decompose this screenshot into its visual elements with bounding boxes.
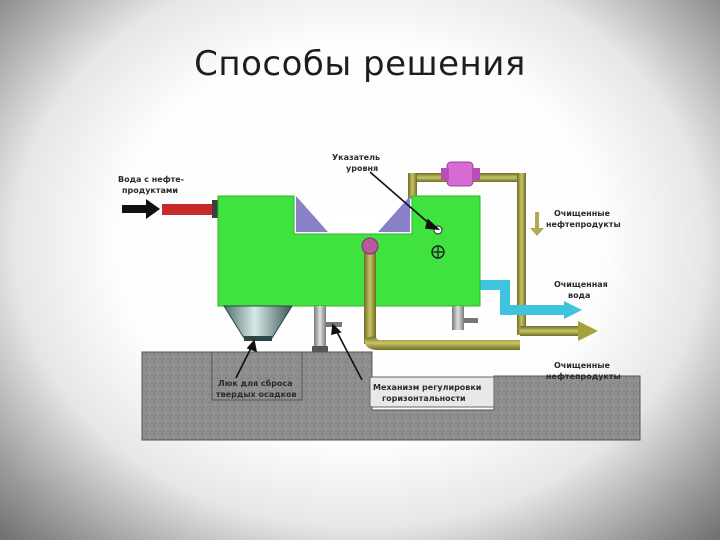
pointer-arrows (235, 171, 441, 381)
slide-title: Способы решения (194, 44, 526, 84)
sludge-hatch-cone (223, 305, 293, 339)
level-indicator-pump (441, 161, 480, 187)
label-clean-oil-top-2: нефтепродукты (546, 220, 621, 229)
sludge-hatch-cap (244, 336, 272, 341)
label-clean-water-2: вода (568, 291, 590, 300)
label-level-indicator: Указатель (332, 153, 380, 162)
label-clean-water: Очищенная (554, 280, 608, 289)
baffle-right (378, 196, 410, 232)
label-hatch-2: твердых осадков (216, 390, 297, 399)
oil-internal-pipe (361, 237, 520, 350)
baffle-left (296, 196, 328, 232)
label-level-indicator-2: уровня (346, 164, 378, 173)
inlet-pipe (162, 204, 214, 215)
separator-tank (217, 195, 481, 307)
inlet-flange (212, 200, 218, 218)
label-mechanism: Механизм регулировки (373, 383, 481, 392)
ground-pit (211, 351, 303, 401)
label-input-water-2: продуктами (122, 186, 178, 195)
label-hatch: Люк для сброса (218, 378, 293, 388)
label-mechanism-2: горизонтальности (382, 394, 466, 403)
water-outlet-pipe (480, 280, 582, 319)
oil-down-arrow-icon (530, 212, 544, 236)
label-clean-oil-top: Очищенные (554, 209, 610, 218)
mechanism-label-box (369, 376, 495, 408)
leveling-foot-left (312, 306, 342, 352)
inlet-arrow-icon (122, 199, 160, 219)
label-clean-oil-bottom-2: нефтепродукты (546, 372, 621, 381)
level-indicator-icon (431, 225, 445, 259)
label-input-water: Вода с нефте- (118, 175, 184, 184)
label-clean-oil-bottom: Очищенные (554, 361, 610, 370)
leveling-foot-right (452, 306, 478, 330)
